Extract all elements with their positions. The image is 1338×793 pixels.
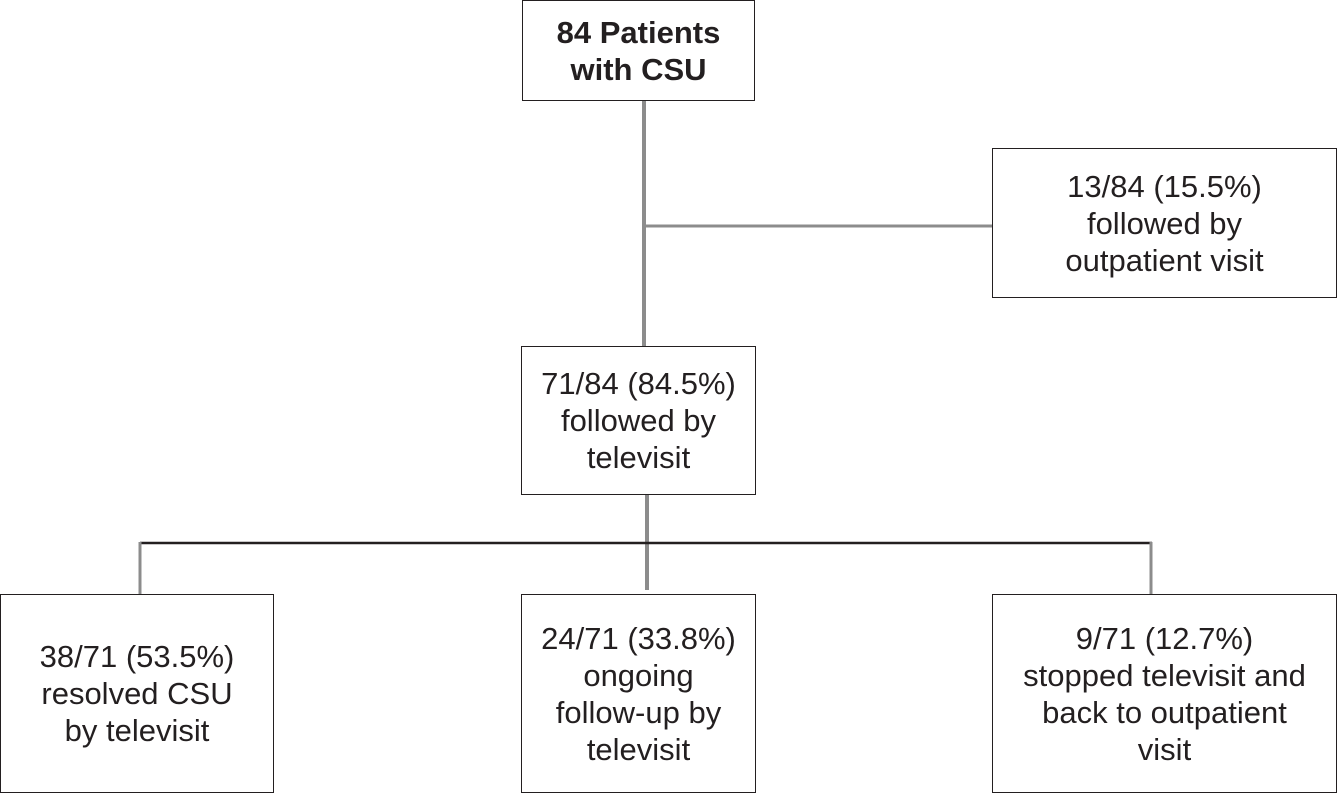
resolved-line-1: 38/71 (53.5%) [39, 639, 235, 674]
televisit-line-2: followed by [560, 403, 717, 438]
root-box: 84 Patients with CSU [522, 0, 755, 101]
ongoing-line-1: 24/71 (33.8%) [541, 620, 736, 656]
root-line-1: 84 Patients [556, 14, 721, 50]
televisit-line-1: 71/84 (84.5%) [541, 366, 736, 401]
resolved-line-2: resolved CSU [41, 676, 233, 711]
outcome-resolved-box: 38/71 (53.5%) resolved CSU by televisit [0, 594, 274, 793]
ongoing-line-3: follow-up by [555, 694, 722, 730]
stopped-line-1: 9/71 (12.7%) [1075, 620, 1254, 656]
outpatient-line-3: outpatient visit [1065, 242, 1264, 278]
televisit-box: 71/84 (84.5%) followed by televisit [521, 346, 756, 495]
outpatient-box: 13/84 (15.5%) followed by outpatient vis… [992, 148, 1337, 298]
root-line-2: with CSU [570, 51, 707, 87]
outcome-ongoing-box: 24/71 (33.8%) ongoing follow-up by telev… [521, 594, 756, 793]
ongoing-line-4: televisit [586, 731, 691, 767]
outpatient-line-1: 13/84 (15.5%) [1067, 168, 1262, 204]
stopped-line-2: stopped televisit and [1023, 657, 1306, 693]
stopped-line-4: visit [1137, 731, 1192, 767]
resolved-line-3: by televisit [64, 713, 210, 748]
televisit-line-3: televisit [586, 440, 691, 475]
outpatient-line-2: followed by [1086, 205, 1243, 241]
stopped-line-3: back to outpatient [1042, 694, 1287, 730]
ongoing-line-2: ongoing [583, 657, 694, 693]
outcome-stopped-box: 9/71 (12.7%) stopped televisit and back … [992, 594, 1337, 793]
